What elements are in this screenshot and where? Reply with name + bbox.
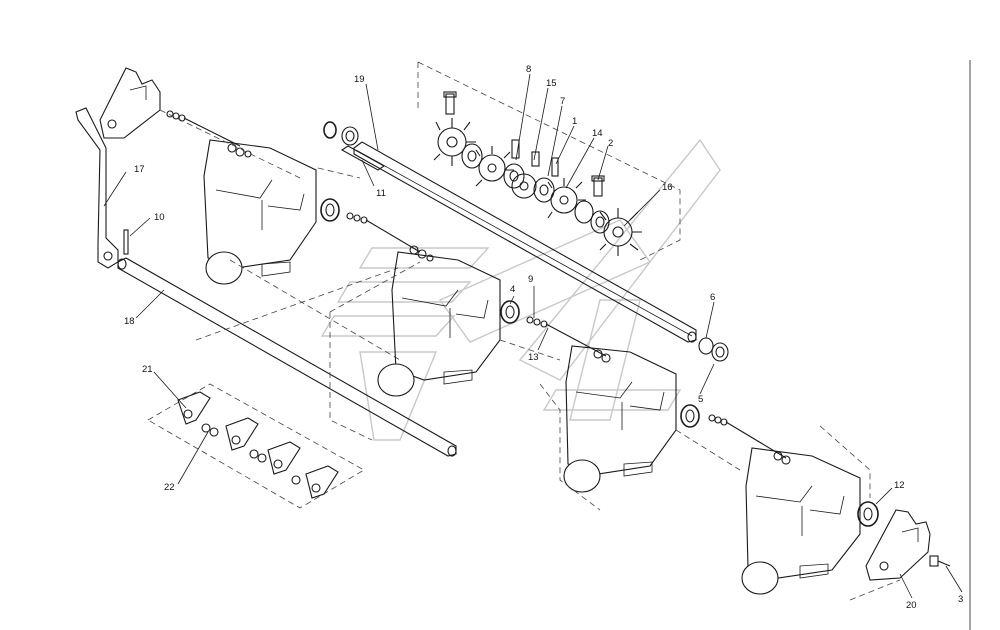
housing-right-middle-boss <box>563 459 601 493</box>
sprocket-16 <box>599 208 642 256</box>
rod-18 <box>117 257 457 457</box>
watermark-logo <box>320 138 721 441</box>
lever-17 <box>75 107 119 269</box>
housing-left-boss <box>205 251 243 285</box>
pin-10 <box>123 229 129 255</box>
side-plate-20 <box>865 509 931 581</box>
housing-right <box>745 447 861 579</box>
label-5: 5 <box>698 394 703 405</box>
washer-left-a <box>323 121 337 139</box>
label-16: 16 <box>662 182 673 193</box>
small-parts-group <box>147 383 365 509</box>
washer-left-b <box>341 126 359 146</box>
bolt-top-a <box>445 93 455 115</box>
side-plate-top-left <box>99 67 161 139</box>
bearing-4 <box>500 300 520 324</box>
bolt-2 <box>593 177 603 197</box>
sprocket-left <box>433 118 476 166</box>
label-4: 4 <box>510 284 515 295</box>
housing-middle-boss <box>377 363 415 397</box>
spring-1 <box>551 157 559 177</box>
shaft-19 <box>353 141 697 343</box>
washers-9 <box>526 316 548 328</box>
disc-c <box>590 210 610 234</box>
sprocket-mid-a <box>475 146 514 187</box>
cam-21b <box>225 417 259 451</box>
housing-right-boss <box>741 561 779 595</box>
label-18: 18 <box>124 316 135 327</box>
shaft-assembly <box>323 61 729 362</box>
leader-lines <box>103 73 963 599</box>
label-2: 2 <box>608 138 613 149</box>
label-17: 17 <box>134 164 145 175</box>
label-11: 11 <box>376 188 386 199</box>
label-14: 14 <box>592 128 603 139</box>
disc-8 <box>503 163 525 189</box>
part-number-labels: 19 8 15 7 1 14 2 16 17 10 18 11 4 9 13 6… <box>124 64 963 611</box>
key-11 <box>340 145 386 171</box>
left-assembly <box>75 67 457 457</box>
label-3: 3 <box>958 594 963 605</box>
label-8: 8 <box>526 64 531 75</box>
cam-21a <box>177 391 211 425</box>
disc-7 <box>533 177 555 203</box>
label-10: 10 <box>154 212 165 223</box>
sprocket-14 <box>547 178 586 219</box>
label-22: 22 <box>164 482 175 493</box>
label-6: 6 <box>710 292 715 303</box>
disc-a <box>461 143 483 169</box>
washer-6b <box>711 342 729 362</box>
cam-21d <box>305 465 339 499</box>
bearing-5 <box>680 404 700 428</box>
cam-21c <box>267 441 301 475</box>
sprocket-mid-b <box>511 173 537 199</box>
right-assembly <box>741 425 951 601</box>
bolt-8 <box>511 139 520 159</box>
label-9: 9 <box>528 274 533 285</box>
label-1: 1 <box>572 116 577 127</box>
label-15: 15 <box>546 78 557 89</box>
disc-b <box>574 200 594 224</box>
label-19: 19 <box>354 74 365 85</box>
label-21: 21 <box>142 364 153 375</box>
bearing-12 <box>857 501 879 527</box>
right-middle-assembly <box>539 345 791 511</box>
fasteners-right-middle <box>708 414 791 465</box>
label-20: 20 <box>906 600 917 611</box>
label-13: 13 <box>528 352 539 363</box>
washer-6a <box>698 337 714 355</box>
fasteners-middle <box>346 212 434 262</box>
label-7: 7 <box>560 96 565 107</box>
housing-left <box>203 139 317 269</box>
bearing-left <box>320 198 340 222</box>
bolt-3 <box>929 555 951 567</box>
middle-assembly <box>329 212 611 441</box>
label-12: 12 <box>894 480 905 491</box>
